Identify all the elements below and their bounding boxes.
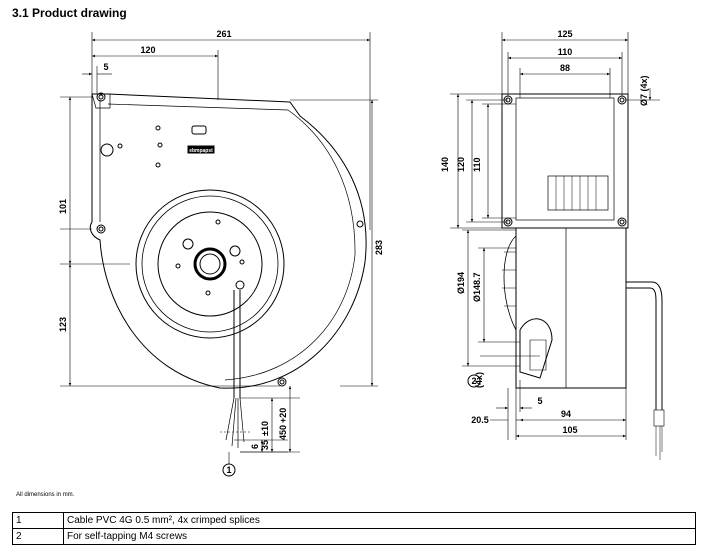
dim-450-tol: +20 — [278, 408, 288, 423]
legend-row: 2 For self-tapping M4 screws — [12, 528, 696, 545]
dim-94: 94 — [561, 409, 571, 419]
dim-35-tol: ±10 — [260, 421, 270, 436]
legend-text: For self-tapping M4 screws — [63, 528, 696, 545]
motor-body — [515, 227, 627, 389]
dim-261: 261 — [216, 29, 231, 39]
dim-diameter-194: Ø194 — [456, 272, 466, 294]
dim-120-vertical: 120 — [456, 157, 466, 172]
dim-diameter-7: Ø7 (4x) — [639, 75, 649, 106]
hub — [193, 247, 227, 281]
side-view — [467, 93, 665, 460]
outlet-flange — [501, 93, 629, 229]
callout-2-label: 2 — [471, 376, 476, 386]
front-view — [89, 92, 367, 477]
mounting-hole — [277, 377, 287, 387]
dim-123: 123 — [58, 317, 68, 332]
dim-5-side: 5 — [537, 396, 542, 406]
dim-20-5: 20.5 — [471, 415, 489, 425]
dim-120: 120 — [140, 45, 155, 55]
dim-4x: (4x) — [474, 372, 484, 388]
product-drawing: 261 120 5 101 123 283 6 35 ±10 450 +20 1… — [58, 29, 665, 477]
dim-35: 35 — [260, 440, 270, 450]
legend-table: 1 Cable PVC 4G 0.5 mm², 4x crimped splic… — [12, 512, 696, 545]
dim-125: 125 — [557, 29, 572, 39]
dim-5: 5 — [103, 62, 108, 72]
side-cable — [626, 281, 663, 410]
dim-283: 283 — [374, 240, 384, 255]
callout-1-label: 1 — [226, 465, 231, 475]
mounting-hole — [96, 92, 106, 102]
dim-110-horizontal: 110 — [558, 47, 573, 57]
legend-number: 1 — [12, 512, 64, 529]
section-title: 3.1 Product drawing — [12, 6, 127, 20]
callout-2 — [467, 374, 481, 388]
dim-110-vertical: 110 — [472, 157, 482, 172]
legend-number: 2 — [12, 528, 64, 545]
logo: ebmpapst — [189, 148, 213, 154]
dim-diameter-148-7: Ø148.7 — [472, 272, 482, 302]
motor-inner-ring — [157, 211, 263, 317]
housing-outline — [89, 93, 367, 389]
dim-105: 105 — [562, 425, 577, 435]
dim-140: 140 — [440, 157, 450, 172]
dim-88: 88 — [560, 63, 570, 73]
legend-text: Cable PVC 4G 0.5 mm², 4x crimped splices — [63, 512, 696, 529]
dim-101: 101 — [58, 199, 68, 214]
motor-outer-ring — [135, 189, 285, 339]
legend-row: 1 Cable PVC 4G 0.5 mm², 4x crimped splic… — [12, 512, 696, 529]
dim-450: 450 — [278, 425, 288, 440]
mounting-hole — [96, 224, 106, 234]
dimensions-note: All dimensions in mm. — [16, 492, 75, 498]
mounting-hole — [356, 220, 364, 228]
cable — [233, 290, 241, 398]
dim-6: 6 — [250, 444, 260, 449]
